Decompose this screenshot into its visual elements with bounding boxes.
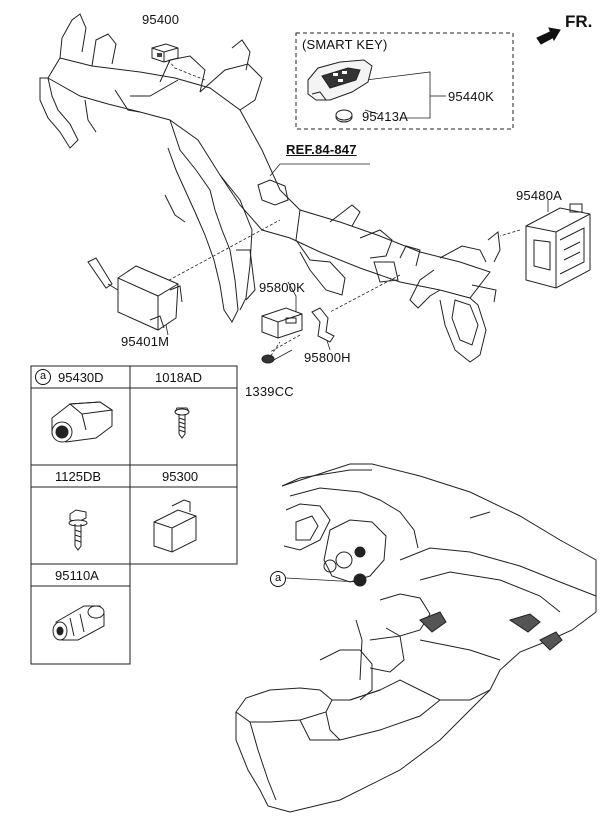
label-95401m: 95401M xyxy=(121,334,170,349)
crossmember-icon xyxy=(39,13,501,363)
callout-lines xyxy=(164,71,549,363)
label-95440k: 95440K xyxy=(448,89,495,104)
part-95300-icon xyxy=(153,499,197,553)
battery-coin-icon xyxy=(335,109,353,123)
detail-a-marker: a xyxy=(270,571,286,587)
part-1018ad-screw-icon xyxy=(174,407,190,439)
label-95800k: 95800K xyxy=(259,280,306,295)
table-code-95300: 95300 xyxy=(162,469,199,484)
front-direction-arrow-icon xyxy=(536,27,561,45)
part-95800h-icon xyxy=(311,307,335,343)
part-1339cc-nut-icon xyxy=(261,354,275,364)
part-95110a-icon xyxy=(52,605,105,641)
part-95800k-icon xyxy=(261,307,303,339)
part-95430d-icon xyxy=(51,401,114,443)
front-direction-label: FR. xyxy=(565,12,593,31)
table-code-95110a: 95110A xyxy=(55,568,99,583)
label-95400: 95400 xyxy=(142,12,180,27)
table-marker-a: a xyxy=(35,369,51,385)
smart-key-fob-icon xyxy=(307,59,373,101)
label-95413a: 95413A xyxy=(362,109,409,124)
smart-key-box xyxy=(295,32,514,130)
dashboard-icon xyxy=(235,463,597,813)
part-95480a-icon xyxy=(525,203,591,289)
reference-label: REF.84-847 xyxy=(286,142,357,157)
smart-key-title: (SMART KEY) xyxy=(302,37,388,52)
label-95480a: 95480A xyxy=(516,188,563,203)
parts-table-grid xyxy=(30,365,238,665)
table-code-1018ad: 1018AD xyxy=(155,370,202,385)
leader-lines xyxy=(159,59,521,361)
table-code-95430d: 95430D xyxy=(58,370,104,385)
table-code-1125db: 1125DB xyxy=(55,469,102,484)
label-95800h: 95800H xyxy=(304,350,351,365)
detail-a-leader xyxy=(285,577,359,583)
part-95401m-icon xyxy=(87,257,183,331)
label-1339cc: 1339CC xyxy=(245,384,294,399)
part-1125db-bolt-icon xyxy=(68,509,88,551)
part-95400-icon xyxy=(151,43,179,63)
